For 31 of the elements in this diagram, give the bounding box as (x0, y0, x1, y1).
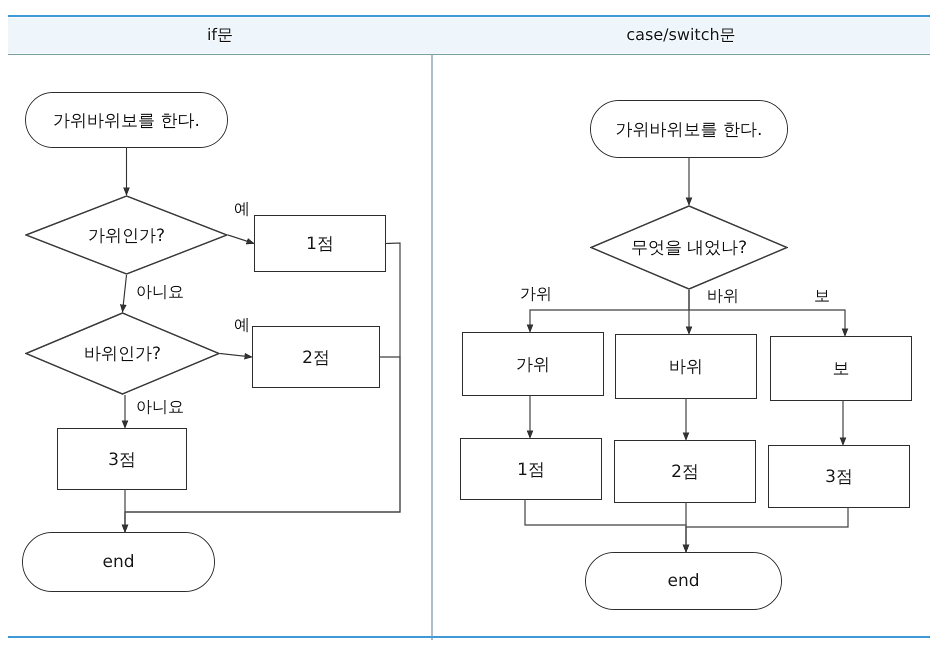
arrow (122, 395, 128, 429)
arrow (123, 148, 130, 196)
arrow (228, 234, 255, 244)
decision-diamond: 무엇을 내었나? (590, 205, 788, 290)
process-box: 3점 (57, 428, 187, 490)
process-box: 2점 (614, 440, 756, 503)
arrow (120, 274, 128, 313)
process-box: 1점 (254, 215, 386, 272)
terminal-box: end (585, 552, 782, 610)
header-band: if문 (8, 15, 432, 55)
process-box: 2점 (252, 326, 380, 388)
arrow (688, 290, 848, 337)
decision-diamond: 바위인가? (25, 312, 220, 395)
arrow (686, 158, 692, 206)
arrow (220, 352, 253, 360)
arrow (122, 490, 128, 533)
header-band: case/switch문 (432, 15, 930, 55)
terminal-box: 가위바위보를 한다. (25, 92, 228, 148)
process-box: 3점 (768, 445, 910, 508)
decision-diamond: 가위인가? (25, 195, 228, 275)
arrow (526, 396, 534, 439)
process-box: 보 (770, 336, 912, 401)
process-box: 가위 (462, 332, 604, 396)
arrow (682, 508, 849, 553)
arrow (840, 401, 846, 446)
terminal-box: end (22, 532, 215, 592)
process-box: 1점 (460, 438, 602, 500)
edge-label: 보 (812, 287, 832, 305)
arrow (682, 399, 690, 441)
process-box: 바위 (615, 334, 757, 399)
terminal-box: 가위바위보를 한다. (590, 100, 788, 158)
